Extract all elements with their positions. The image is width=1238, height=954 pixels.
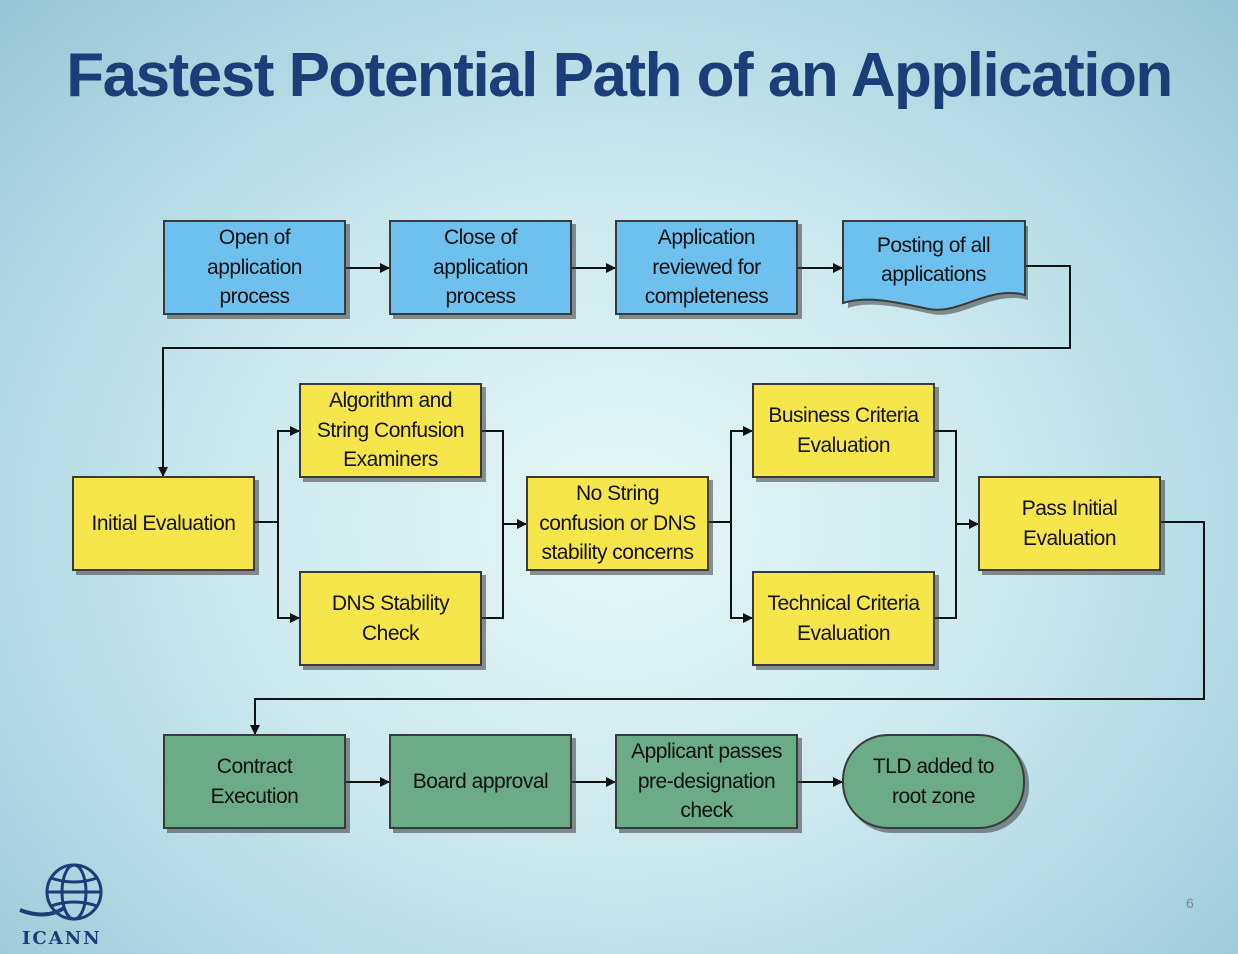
arrow-to-business bbox=[730, 426, 753, 522]
connector-algorithm-out bbox=[482, 430, 504, 619]
step-algorithm-string-confusion: Algorithm and String Confusion Examiners bbox=[299, 383, 482, 478]
step-posting-shape bbox=[842, 220, 1028, 315]
step-dns-stability-check: DNS Stability Check bbox=[299, 571, 482, 666]
arrow-to-technical bbox=[730, 522, 753, 623]
step-tld-added: TLD added to root zone bbox=[842, 734, 1025, 829]
step-technical-criteria: Technical Criteria Evaluation bbox=[752, 571, 935, 666]
arrow-posting-to-initial bbox=[158, 265, 1071, 477]
step-close-application: Close of application process bbox=[389, 220, 572, 315]
arrow-to-dns bbox=[277, 522, 300, 623]
step-initial-evaluation: Initial Evaluation bbox=[72, 476, 255, 571]
step-no-string-confusion: No String confusion or DNS stability con… bbox=[526, 476, 709, 571]
step-contract-execution: Contract Execution bbox=[163, 734, 346, 829]
step-pre-designation-check: Applicant passes pre-designation check bbox=[615, 734, 798, 829]
page-number: 6 bbox=[1186, 895, 1194, 911]
step-board-approval: Board approval bbox=[389, 734, 572, 829]
arrow-to-algorithm bbox=[277, 426, 300, 522]
step-business-criteria: Business Criteria Evaluation bbox=[752, 383, 935, 478]
step-open-application: Open of application process bbox=[163, 220, 346, 315]
arrow-pass-to-contract bbox=[250, 521, 1205, 735]
step-posting-applications: Posting of all applications bbox=[876, 233, 991, 286]
icann-logo-text: ICANN bbox=[22, 928, 102, 949]
step-application-reviewed: Application reviewed for completeness bbox=[615, 220, 798, 315]
page-title: Fastest Potential Path of an Application bbox=[66, 41, 1173, 110]
icann-globe-icon bbox=[19, 863, 103, 921]
connector-criteria-out bbox=[935, 430, 957, 619]
step-pass-initial-evaluation: Pass Initial Evaluation bbox=[978, 476, 1161, 571]
